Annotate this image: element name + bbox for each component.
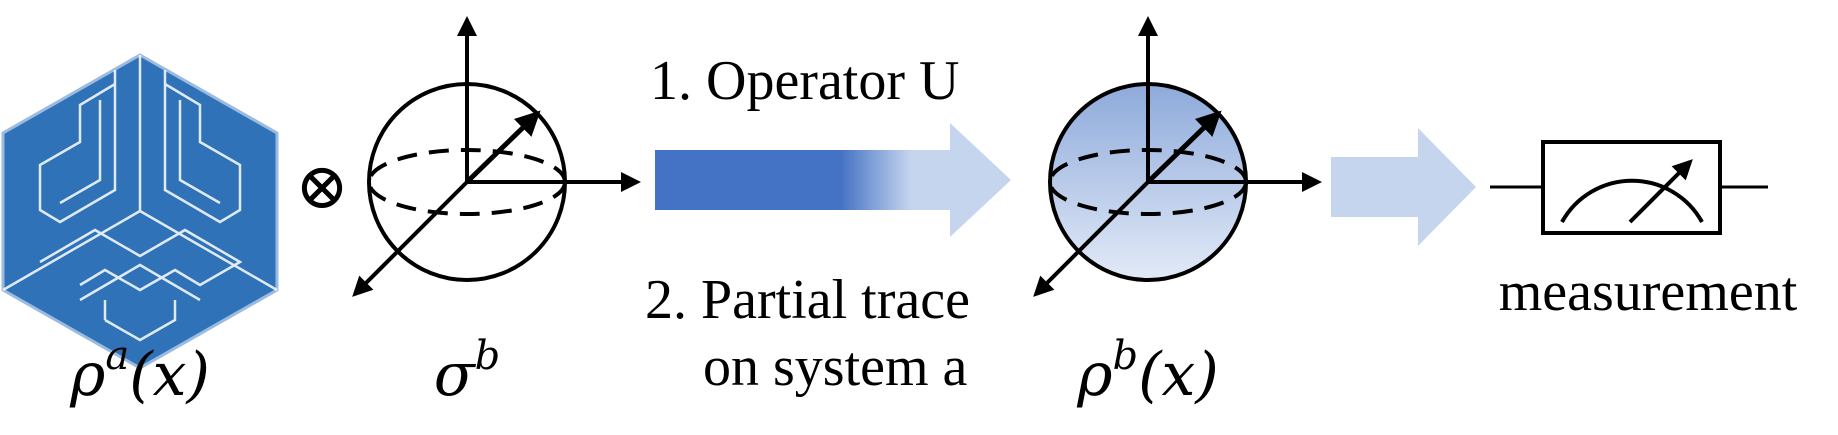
rho-b-argument: (x)	[1138, 340, 1219, 410]
tensor-product-icon: ⊗	[295, 151, 349, 222]
bloch-sphere-shaded-icon	[1033, 16, 1322, 297]
sigma-b-label: σb	[434, 333, 501, 410]
rho-b-symbol: ρ	[1076, 340, 1112, 410]
operator-arrow	[655, 123, 1011, 237]
bloch-sphere-icon	[352, 16, 641, 297]
sigma-b-superscript: b	[475, 333, 501, 379]
svg-text:⊗: ⊗	[295, 151, 349, 222]
measurement-meter-icon	[1490, 140, 1768, 235]
sigma-b-symbol: σ	[434, 340, 477, 410]
impossible-maze-hexagon-icon	[1, 53, 279, 370]
measurement-arrow	[1331, 128, 1476, 246]
step-1-label: 1. Operator U	[650, 50, 959, 112]
rho-b-label: ρb(x)	[1076, 333, 1219, 410]
rho-a-label: ρa(x)	[69, 333, 210, 410]
step-2-label-line1: 2. Partial trace	[645, 269, 970, 331]
step-2-label-line2: on system a	[703, 336, 968, 398]
rho-a-symbol: ρ	[69, 340, 105, 410]
rho-b-superscript: b	[1113, 333, 1139, 379]
rho-a-argument: (x)	[129, 340, 210, 410]
rho-a-superscript: a	[105, 333, 129, 379]
measurement-label: measurement	[1499, 261, 1798, 323]
